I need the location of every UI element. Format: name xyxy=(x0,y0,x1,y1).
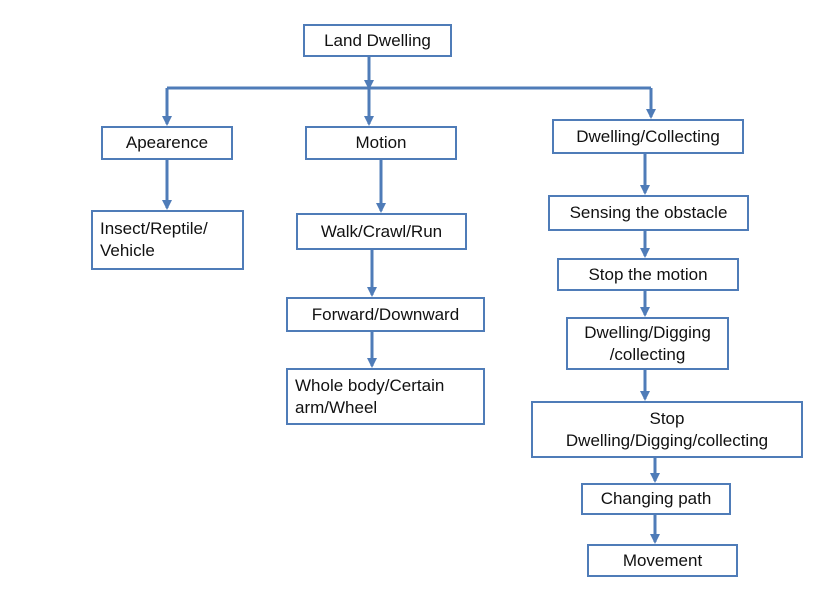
dwelling-step-3-label: Dwelling/Digging /collecting xyxy=(584,322,711,364)
dwelling-step-6-box: Movement xyxy=(587,544,738,577)
dwelling-step-5-box: Changing path xyxy=(581,483,731,515)
motion-step-1-label: Walk/Crawl/Run xyxy=(320,221,443,241)
dwelling-step-2-box: Stop the motion xyxy=(557,258,739,291)
dwelling-step-1-label: Sensing the obstacle xyxy=(569,203,728,222)
appearance-step-1-label: Insect/Reptile/ Vehicle xyxy=(100,219,208,260)
appearance-node-box: Apearence xyxy=(101,126,233,160)
appearance-node-label: Apearence xyxy=(125,133,209,152)
dwelling-step-6-label: Movement xyxy=(622,550,703,570)
dwelling-node-box: Dwelling/Collecting xyxy=(552,119,744,154)
root-node-box: Land Dwelling xyxy=(303,24,452,57)
motion-step-3-label: Whole body/Certain arm/Wheel xyxy=(295,375,445,417)
dwelling-step-4-label: Stop Dwelling/Digging/collecting xyxy=(565,408,769,450)
dwelling-step-3-box: Dwelling/Digging /collecting xyxy=(566,317,729,370)
dwelling-step-5-label: Changing path xyxy=(600,489,712,508)
motion-node-label: Motion xyxy=(355,133,407,152)
motion-node-box: Motion xyxy=(305,126,457,160)
dwelling-step-2-label: Stop the motion xyxy=(588,264,708,284)
motion-step-2-box: Forward/Downward xyxy=(286,297,485,332)
motion-step-1-box: Walk/Crawl/Run xyxy=(296,213,467,250)
motion-step-3-box: Whole body/Certain arm/Wheel xyxy=(286,368,485,425)
dwelling-node-label: Dwelling/Collecting xyxy=(576,126,720,146)
motion-step-2-label: Forward/Downward xyxy=(311,304,460,324)
dwelling-step-4-box: Stop Dwelling/Digging/collecting xyxy=(531,401,803,458)
root-node-label: Land Dwelling xyxy=(324,30,431,50)
appearance-step-1-box: Insect/Reptile/ Vehicle xyxy=(91,210,244,270)
dwelling-step-1-box: Sensing the obstacle xyxy=(548,195,749,231)
